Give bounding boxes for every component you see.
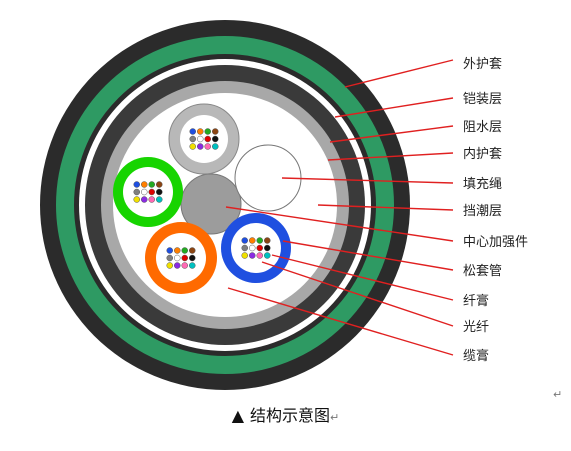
optical-fiber-dot bbox=[189, 128, 196, 135]
leader-cable-gel bbox=[227, 287, 454, 356]
leader-armor bbox=[334, 97, 454, 118]
optical-fiber-dot bbox=[166, 247, 173, 254]
optical-fiber-dot bbox=[249, 244, 256, 252]
optical-fiber-dot bbox=[133, 181, 140, 188]
optical-fiber-dot bbox=[197, 143, 204, 150]
optical-fiber-dot bbox=[264, 237, 271, 244]
label-list: 外护套 铠装层 阻水层 内护套 填充绳 挡潮层 中心加强件 松套管 纤膏 光纤 … bbox=[463, 56, 528, 364]
optical-fiber-dot bbox=[212, 128, 219, 135]
optical-fiber-dot bbox=[181, 254, 188, 262]
optical-fiber-dot bbox=[156, 196, 163, 203]
leader-moisture-barrier bbox=[317, 204, 454, 211]
optical-fiber-dot bbox=[212, 135, 219, 143]
optical-fiber-dot bbox=[241, 244, 248, 252]
optical-fiber-dot bbox=[181, 262, 188, 269]
optical-fiber-dot bbox=[256, 244, 263, 252]
optical-fiber-dot bbox=[181, 247, 188, 254]
leader-lines bbox=[225, 59, 454, 356]
optical-fiber-dot bbox=[141, 196, 148, 203]
optical-fiber-dot bbox=[189, 262, 196, 269]
leader-water-blocking bbox=[329, 125, 454, 143]
optical-fiber-dot bbox=[174, 262, 181, 269]
paragraph-mark: ↵ bbox=[553, 388, 563, 401]
optical-fiber-dot bbox=[141, 188, 148, 196]
optical-fiber-dot bbox=[197, 135, 204, 143]
optical-fiber-dot bbox=[148, 188, 155, 196]
optical-fiber-dot bbox=[148, 181, 155, 188]
leader-optical-fiber bbox=[261, 261, 454, 327]
optical-fiber-dot bbox=[204, 135, 211, 143]
leader-outer-sheath bbox=[344, 59, 454, 88]
optical-fiber-dot bbox=[189, 135, 196, 143]
loose-tube-left-green bbox=[113, 157, 183, 227]
armor-ring bbox=[56, 36, 394, 374]
loose-tube-bottom-orange bbox=[145, 222, 217, 294]
optical-fiber-dot bbox=[204, 143, 211, 150]
optical-fiber-dot bbox=[256, 252, 263, 259]
optical-fiber-dot bbox=[166, 254, 173, 262]
optical-fiber-dot bbox=[148, 196, 155, 203]
leader-filler-rope bbox=[281, 177, 454, 184]
optical-fiber-dot bbox=[189, 247, 196, 254]
triangle-icon: ▲ bbox=[231, 406, 245, 425]
label-inner-sheath: 内护套 bbox=[463, 146, 502, 162]
optical-fiber-dot bbox=[189, 143, 196, 150]
leader-strength-member bbox=[225, 206, 454, 242]
figure-caption: ▲ 结构示意图↵ bbox=[0, 402, 571, 426]
label-fiber-gel: 纤膏 bbox=[463, 293, 489, 309]
label-cable-gel: 缆膏 bbox=[463, 348, 489, 364]
central-strength-member bbox=[180, 173, 242, 235]
optical-fiber-dot bbox=[249, 252, 256, 259]
paragraph-mark-icon: ↵ bbox=[330, 411, 340, 424]
optical-fiber-dot bbox=[197, 128, 204, 135]
optical-fiber-dot bbox=[249, 237, 256, 244]
optical-fiber-dot bbox=[264, 252, 271, 259]
optical-fiber-dot bbox=[166, 262, 173, 269]
caption-text: 结构示意图 bbox=[250, 406, 331, 425]
loose-tube-top-gray bbox=[168, 103, 240, 175]
loose-tube-right-blue bbox=[221, 213, 291, 283]
label-moisture-barrier: 挡潮层 bbox=[463, 204, 502, 219]
optical-fiber-dot bbox=[212, 143, 219, 150]
optical-fiber-dot bbox=[189, 254, 196, 262]
optical-fiber-dot bbox=[156, 188, 163, 196]
optical-fiber-dot bbox=[256, 237, 263, 244]
optical-fiber-dot bbox=[156, 181, 163, 188]
label-strength-member: 中心加强件 bbox=[463, 235, 528, 250]
optical-fiber-dot bbox=[241, 252, 248, 259]
label-loose-tube: 松套管 bbox=[463, 263, 502, 279]
label-filler-rope: 填充绳 bbox=[463, 176, 502, 192]
optical-fiber-dot bbox=[174, 254, 181, 262]
label-optical-fiber: 光纤 bbox=[463, 320, 489, 335]
leader-fiber-gel bbox=[271, 254, 454, 301]
optical-fiber-dot bbox=[241, 237, 248, 244]
leader-loose-tube bbox=[282, 240, 454, 271]
optical-fiber-dot bbox=[133, 196, 140, 203]
optical-fiber-dot bbox=[133, 188, 140, 196]
leader-inner-sheath bbox=[327, 152, 454, 161]
optical-fiber-dot bbox=[141, 181, 148, 188]
optical-fiber-dot bbox=[174, 247, 181, 254]
optical-fiber-dot bbox=[204, 128, 211, 135]
label-outer-sheath: 外护套 bbox=[463, 56, 502, 72]
label-water-blocking: 阻水层 bbox=[463, 120, 502, 135]
label-armor-layer: 铠装层 bbox=[463, 91, 502, 107]
optical-fiber-dot bbox=[264, 244, 271, 252]
